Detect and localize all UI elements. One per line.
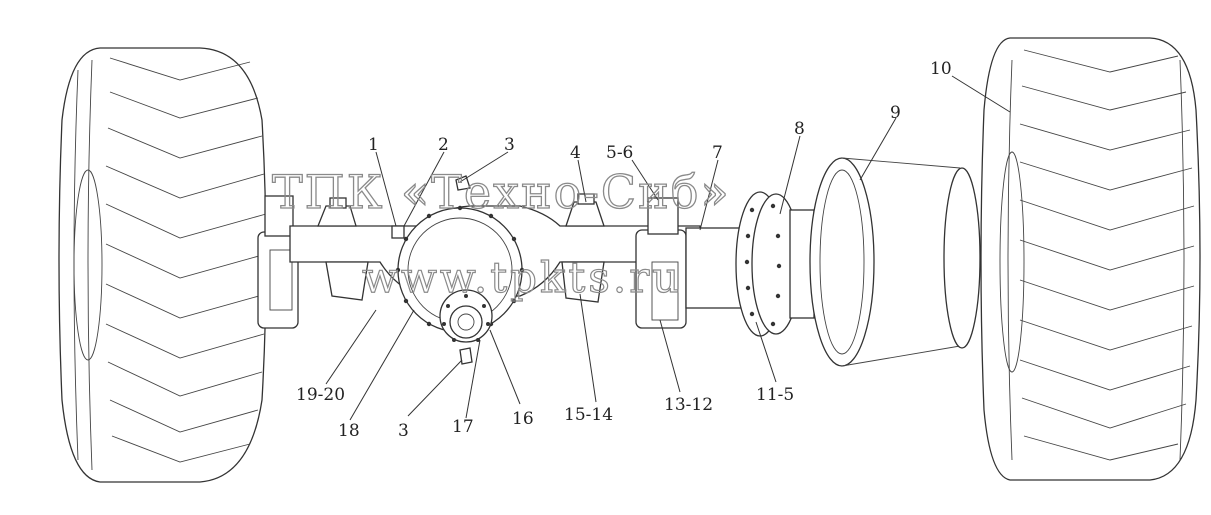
callout-8: 8	[794, 119, 805, 139]
callout-17: 17	[452, 417, 474, 437]
callout-3-top: 3	[504, 135, 515, 155]
right-brake-assembly	[635, 191, 815, 337]
differential-carrier	[391, 175, 525, 365]
callout-19-20: 19-20	[296, 385, 345, 405]
callout-7: 7	[712, 143, 723, 163]
callout-1: 1	[368, 135, 379, 155]
callout-9: 9	[890, 103, 901, 123]
leader-lines	[325, 75, 1011, 421]
left-tire	[58, 47, 267, 483]
callout-16: 16	[512, 409, 534, 429]
watermark-company: ТПК «Техно-Сиб»	[272, 165, 731, 219]
callout-labels: 1 2 3 4 5-6 7 8 9 10 11-5 13-12 15-14 16…	[296, 59, 952, 441]
callout-4: 4	[570, 143, 581, 163]
callout-18: 18	[338, 421, 360, 441]
callout-15-14: 15-14	[564, 405, 613, 425]
callout-10: 10	[930, 59, 952, 79]
callout-2: 2	[438, 135, 449, 155]
callout-11-5: 11-5	[756, 385, 794, 405]
watermark-website: www.tpkts.ru	[362, 253, 682, 302]
callout-3-bottom: 3	[398, 421, 409, 441]
callout-13-12: 13-12	[664, 395, 713, 415]
callout-5-6: 5-6	[606, 143, 633, 163]
left-hub	[257, 195, 299, 329]
right-tire	[980, 37, 1201, 481]
wheel-rim	[809, 157, 981, 367]
